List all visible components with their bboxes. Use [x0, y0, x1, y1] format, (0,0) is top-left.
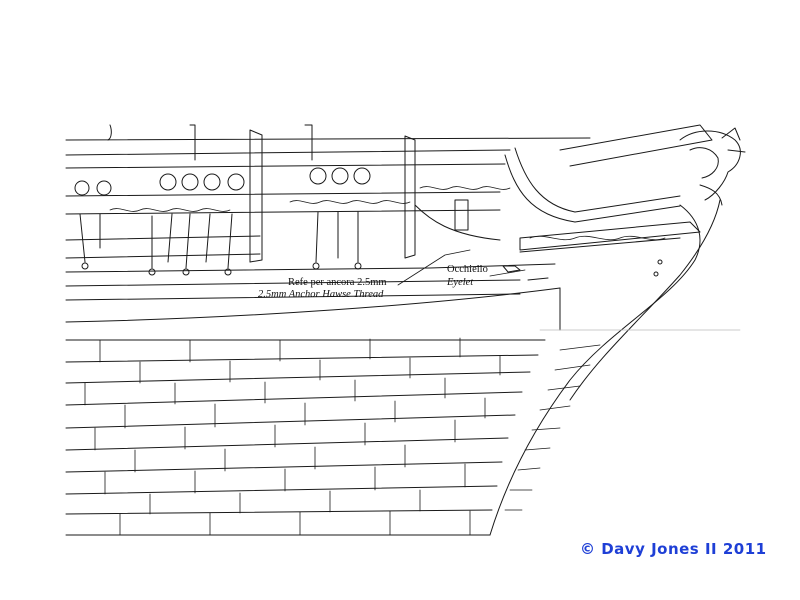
anchor-hawse-label-it: Refe per ancora 2.5mm	[288, 277, 387, 288]
anchor-hawse-label-en: 2.5mm Anchor Hawse Thread	[258, 289, 384, 300]
leader-lines	[397, 249, 526, 286]
copyright-notice: © Davy Jones II 2011	[580, 540, 767, 558]
deadeyes-row	[74, 167, 371, 196]
hawse-area	[414, 199, 549, 281]
plank-joints	[84, 337, 501, 536]
stem	[489, 199, 721, 536]
eyelet-label-it: Occhiello	[447, 264, 488, 275]
frieze	[109, 186, 666, 241]
bow-planking	[504, 344, 601, 511]
figurehead	[679, 127, 746, 206]
chain-posts	[107, 124, 416, 263]
bowsprit	[504, 124, 713, 253]
chain-plates	[79, 211, 362, 276]
eyelet-label-en: Eyelet	[447, 277, 474, 288]
hull-planking	[65, 287, 561, 536]
bulwark-lines	[65, 137, 591, 301]
